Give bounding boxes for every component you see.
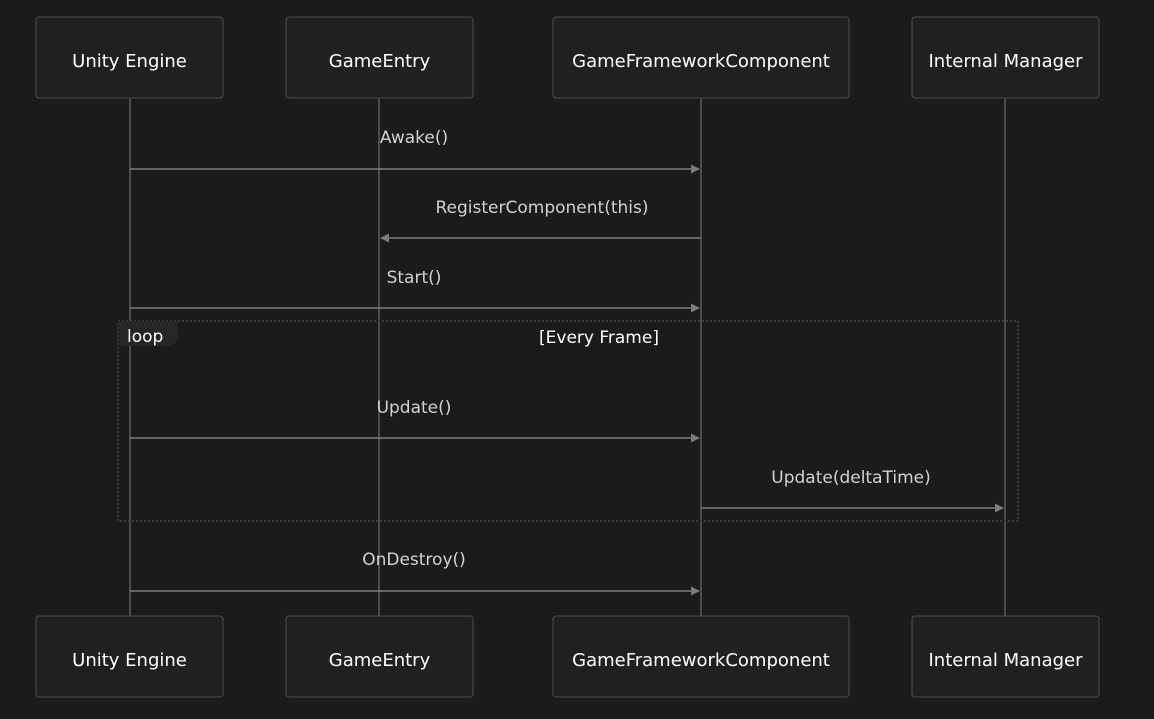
- loop-tag: [118, 321, 178, 346]
- actor-label: Internal Manager: [929, 650, 1084, 671]
- message-label: Awake(): [380, 128, 448, 148]
- message-label: OnDestroy(): [362, 550, 466, 570]
- message-label: Update(): [377, 398, 452, 418]
- actor-game-framework-component-bottom[interactable]: GameFrameworkComponent: [552, 615, 850, 698]
- actor-unity-engine-bottom[interactable]: Unity Engine: [35, 615, 224, 698]
- actor-label: GameFrameworkComponent: [572, 650, 830, 671]
- actor-game-entry-bottom[interactable]: GameEntry: [285, 615, 474, 698]
- actor-label: Unity Engine: [72, 51, 187, 72]
- actor-label: GameFrameworkComponent: [572, 51, 830, 72]
- loop-block: loop [Every Frame]: [117, 320, 1019, 522]
- actor-game-entry-top[interactable]: GameEntry: [285, 16, 474, 99]
- message-label: Update(deltaTime): [771, 468, 931, 488]
- loop-frame: [117, 320, 1019, 522]
- actors-bottom: Unity Engine GameEntry GameFrameworkComp…: [35, 615, 1100, 698]
- message-label: Start(): [387, 268, 442, 288]
- loop-label: loop: [127, 327, 163, 347]
- actors-top: Unity Engine GameEntry GameFrameworkComp…: [35, 16, 1100, 99]
- message-label: RegisterComponent(this): [436, 198, 649, 218]
- loop-condition: [Every Frame]: [539, 328, 659, 348]
- actor-label: Unity Engine: [72, 650, 187, 671]
- actor-unity-engine-top[interactable]: Unity Engine: [35, 16, 224, 99]
- actor-internal-manager-bottom[interactable]: Internal Manager: [911, 615, 1100, 698]
- actor-label: GameEntry: [329, 51, 431, 72]
- actor-label: GameEntry: [329, 650, 431, 671]
- actor-game-framework-component-top[interactable]: GameFrameworkComponent: [552, 16, 850, 99]
- lifelines: [129, 99, 1006, 616]
- actor-label: Internal Manager: [929, 51, 1084, 72]
- actor-internal-manager-top[interactable]: Internal Manager: [911, 16, 1100, 99]
- messages: Awake() RegisterComponent(this) Start() …: [130, 128, 1004, 596]
